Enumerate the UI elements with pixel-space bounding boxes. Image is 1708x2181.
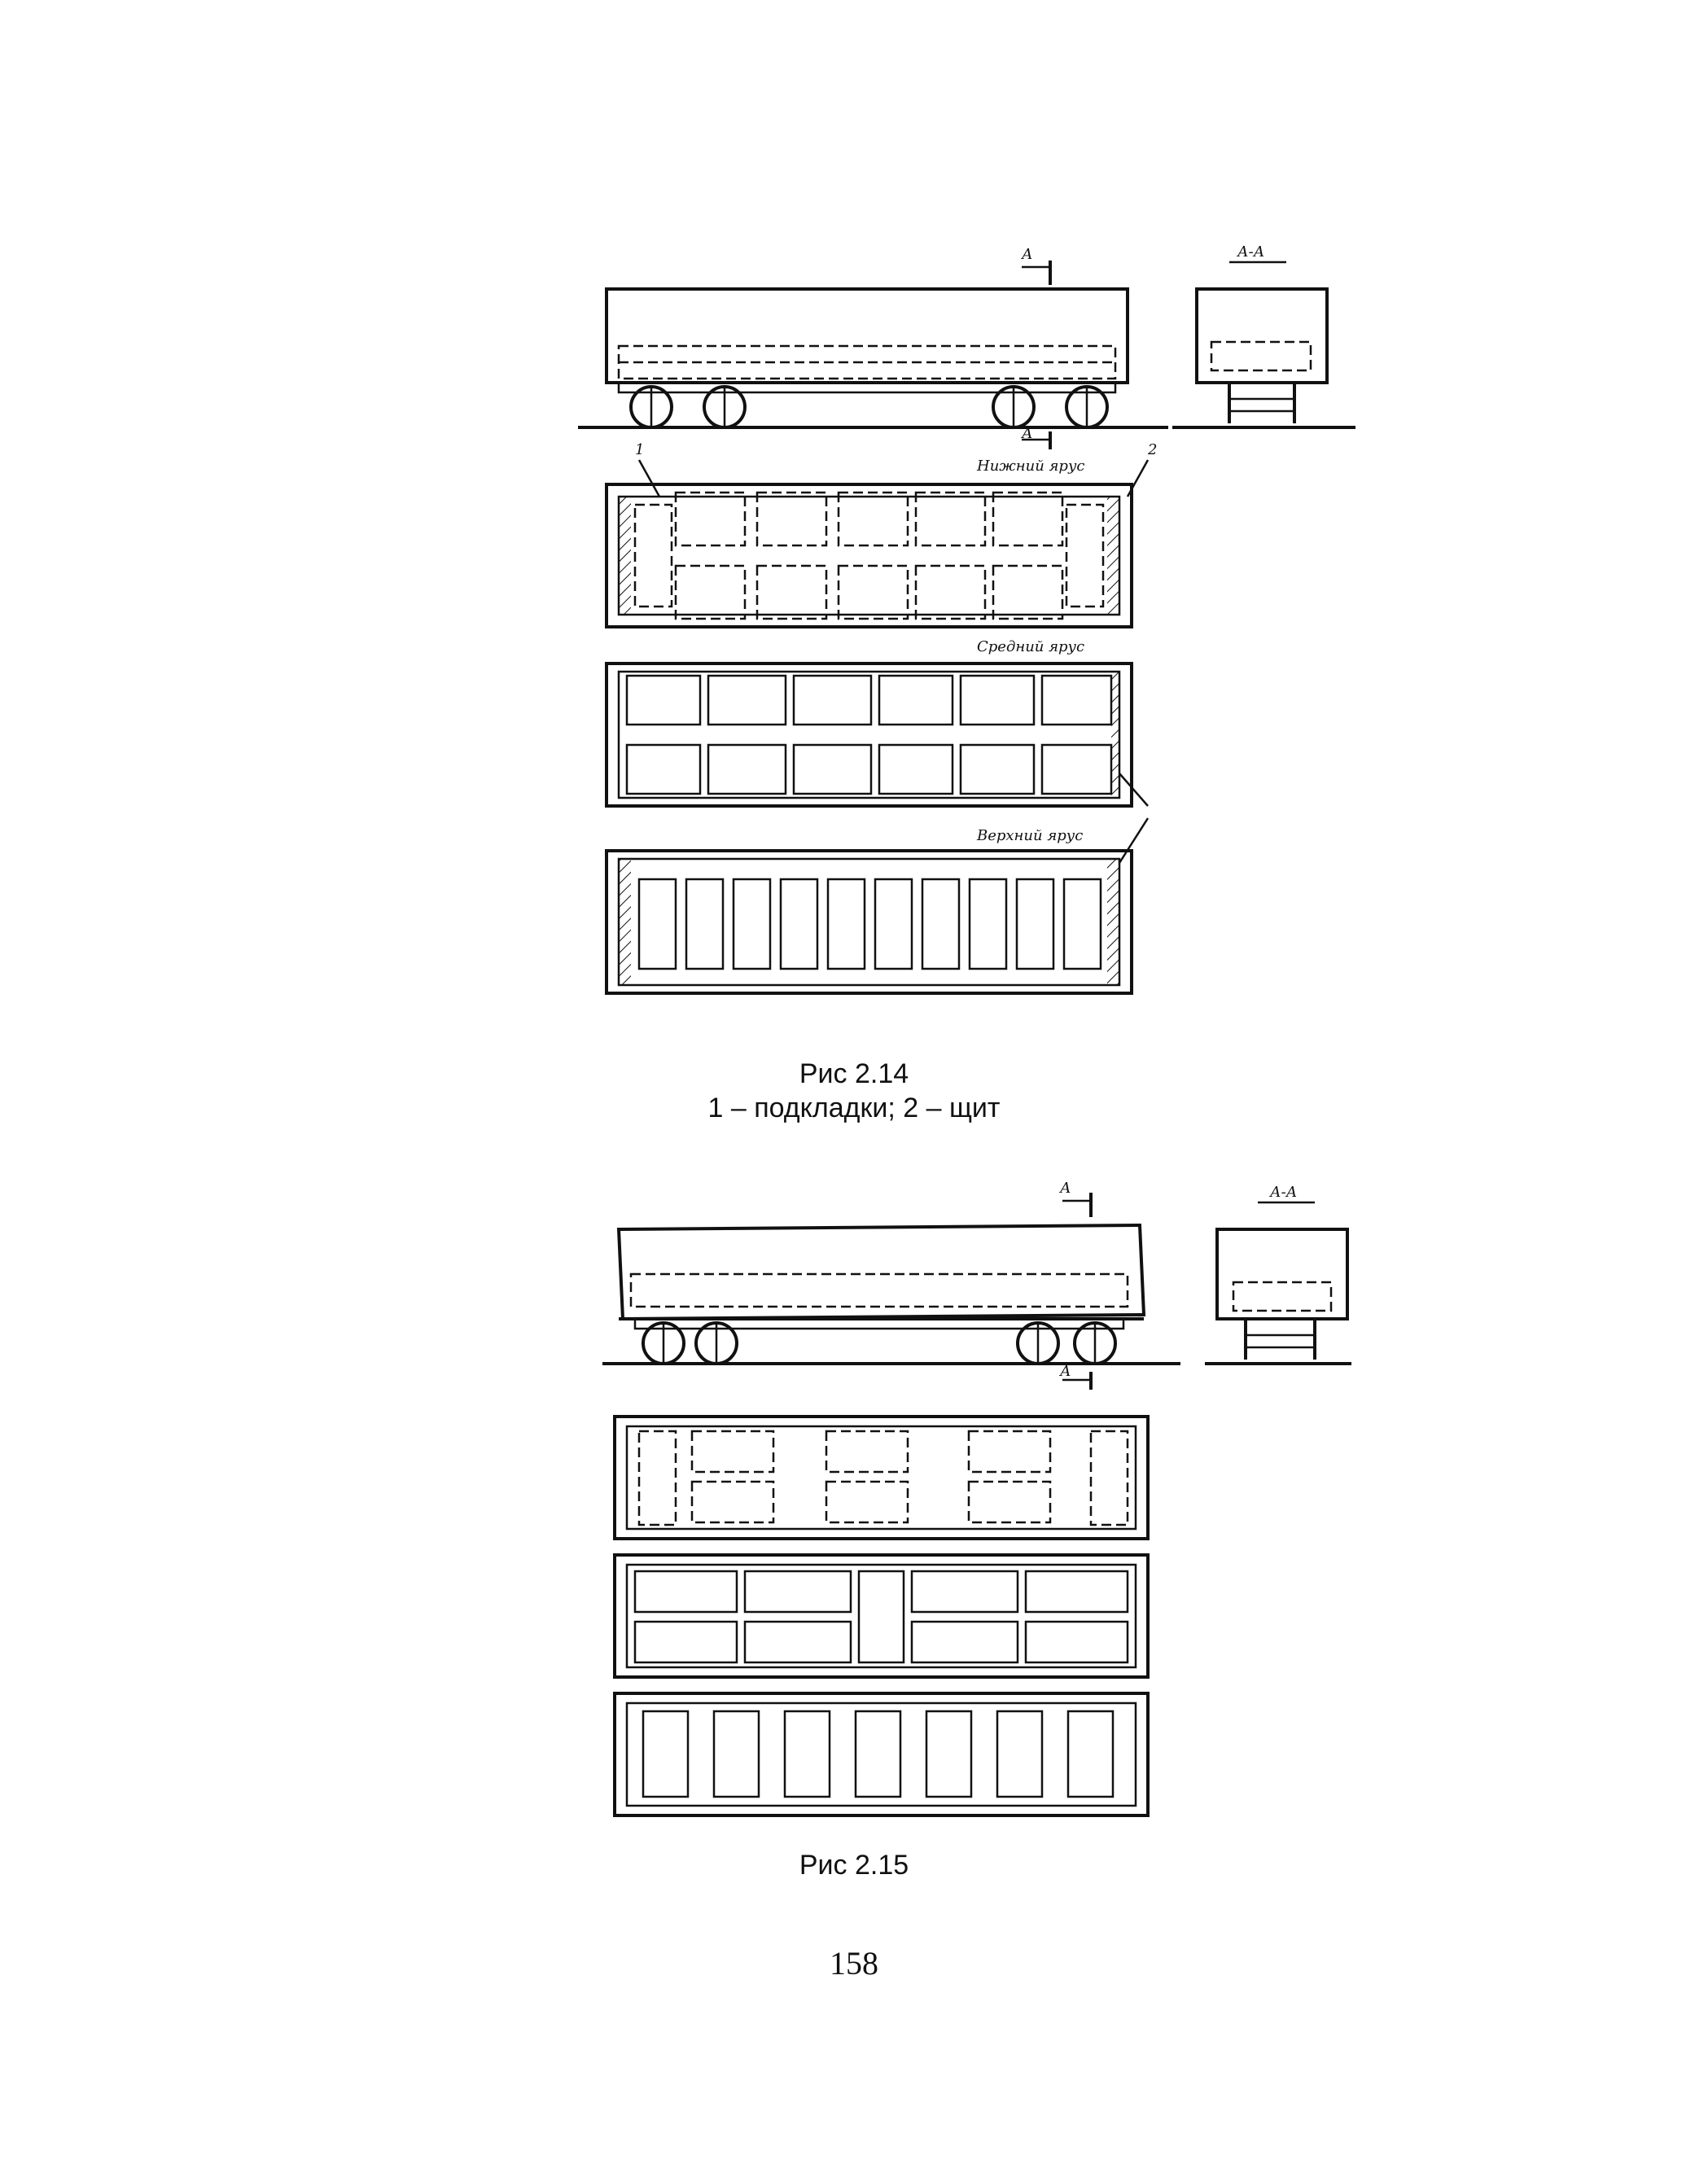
wagon-side-view: А А: [602, 1180, 1180, 1390]
wagon-side-view: А А: [578, 246, 1168, 449]
figure-2-14-caption: Рис 2.14 1 – подкладки; 2 – щит: [0, 1057, 1708, 1125]
wagon-cross-section: А-А: [1172, 243, 1355, 429]
figure-2-14-drawing: А А А-А Нижний ярус 1 2: [578, 243, 1355, 995]
section-title: А-А: [1268, 1184, 1297, 1201]
figure-2-14: А А А-А Нижний ярус 1 2: [0, 236, 1708, 1018]
middle-tier-label: Средний ярус: [977, 638, 1084, 655]
section-title: А-А: [1236, 243, 1264, 261]
upper-tier-boxes: [637, 878, 1102, 970]
figure-2-14-legend: 1 – подкладки; 2 – щит: [707, 1093, 1001, 1123]
lower-tier-plan: Нижний ярус 1 2: [605, 441, 1157, 628]
lower-tier-label: Нижний ярус: [976, 458, 1084, 475]
page-number: 158: [830, 1945, 878, 1982]
figure-2-15-caption: Рис 2.15: [0, 1848, 1708, 1882]
section-mark-top: А: [1058, 1180, 1071, 1197]
section-mark-top: А: [1020, 246, 1033, 263]
figure-2-14-title: Рис 2.14: [799, 1058, 909, 1089]
wagon-cross-section: А-А: [1205, 1184, 1351, 1365]
upper-tier-plan: Верхний ярус: [605, 817, 1150, 995]
upper-tier-plan: [613, 1692, 1150, 1817]
middle-tier-plan: [613, 1553, 1150, 1679]
figure-2-15: А А А-А: [0, 1172, 1708, 1864]
wheelset: [642, 1321, 1117, 1365]
callout-2: 2: [1147, 441, 1157, 458]
lower-tier-plan: [613, 1415, 1150, 1540]
section-mark-bottom: А: [1020, 425, 1033, 442]
section-mark-bottom: А: [1058, 1363, 1071, 1380]
figure-2-15-drawing: А А А-А: [602, 1180, 1351, 1817]
lower-tier-boxes: [633, 491, 1105, 620]
middle-tier-boxes: [625, 674, 1113, 795]
callout-1: 1: [635, 441, 644, 458]
middle-tier-plan: Средний ярус: [605, 638, 1149, 808]
figure-2-15-title: Рис 2.15: [799, 1850, 909, 1881]
wheelset: [629, 385, 1109, 429]
upper-tier-label: Верхний ярус: [976, 827, 1083, 844]
